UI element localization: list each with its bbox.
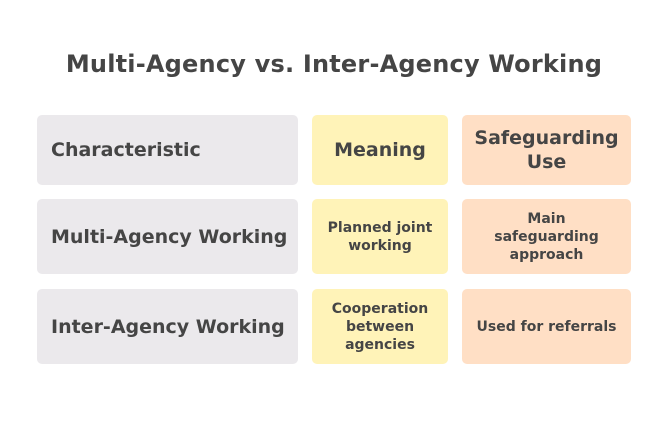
row-meaning-label: Planned joint working	[327, 219, 433, 254]
header-use-cell: Safeguarding Use	[462, 115, 631, 185]
row-characteristic-label: Multi-Agency Working	[51, 225, 288, 248]
header-use-label: Safeguarding Use	[474, 127, 619, 173]
row-characteristic-cell: Inter-Agency Working	[37, 289, 298, 364]
row-meaning-cell: Cooperation between agencies	[312, 289, 448, 364]
row-use-cell: Main safeguarding approach	[462, 199, 631, 274]
header-meaning-cell: Meaning	[312, 115, 448, 185]
row-use-label: Main safeguarding approach	[494, 210, 599, 263]
row-meaning-cell: Planned joint working	[312, 199, 448, 274]
header-characteristic-label: Characteristic	[51, 139, 201, 161]
header-characteristic-cell: Characteristic	[37, 115, 298, 185]
diagram-title: Multi-Agency vs. Inter-Agency Working	[65, 50, 603, 78]
header-meaning-label: Meaning	[334, 139, 426, 161]
row-characteristic-label: Inter-Agency Working	[51, 315, 285, 338]
row-use-cell: Used for referrals	[462, 289, 631, 364]
row-characteristic-cell: Multi-Agency Working	[37, 199, 298, 274]
row-meaning-label: Cooperation between agencies	[331, 300, 429, 353]
row-use-label: Used for referrals	[476, 318, 617, 335]
